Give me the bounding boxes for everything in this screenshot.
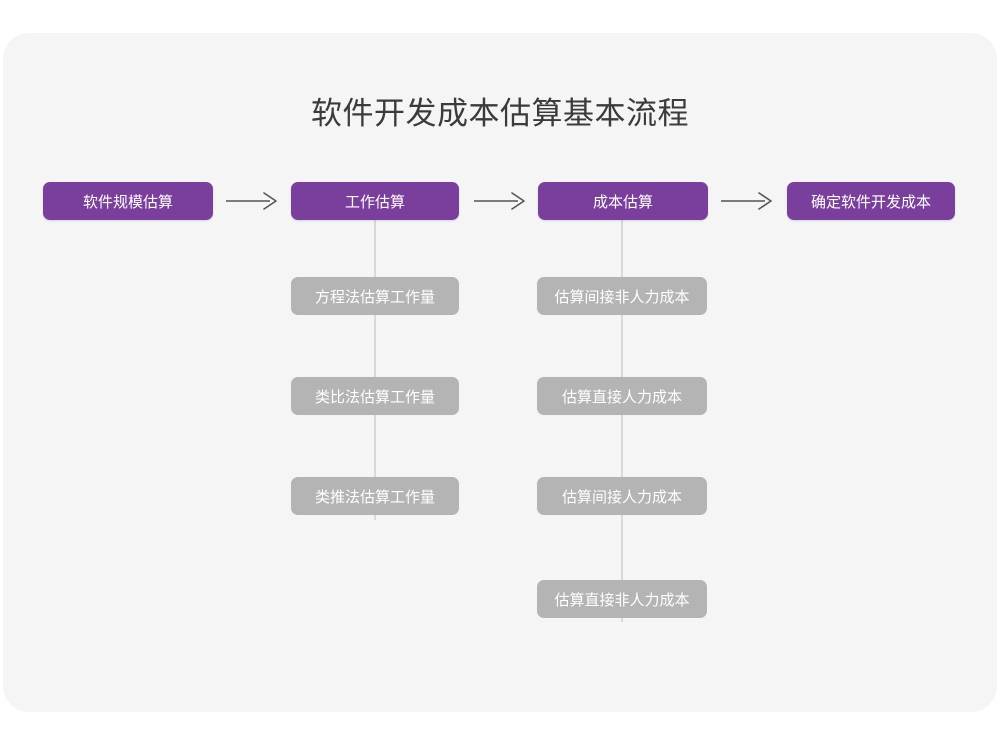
connector-line-stage-3 [621, 220, 623, 622]
page-title: 软件开发成本估算基本流程 [311, 96, 689, 131]
diagram-card [3, 33, 997, 712]
stage-label: 工作估算 [344, 193, 405, 211]
substep-label: 估算直接非人力成本 [554, 591, 690, 609]
substep-box-indirect-labor-cost[interactable]: 估算间接人力成本 [537, 477, 707, 515]
substep-label: 估算间接人力成本 [561, 488, 682, 506]
arrow-stage-1-to-stage-2 [226, 190, 278, 212]
substep-label: 估算间接非人力成本 [554, 288, 690, 306]
stage-box-work-estimation[interactable]: 工作估算 [291, 182, 459, 220]
connector-line-stage-2 [374, 220, 376, 520]
substep-box-direct-labor-cost[interactable]: 估算直接人力成本 [537, 377, 707, 415]
substep-label: 类比法估算工作量 [314, 388, 435, 406]
stage-label: 成本估算 [592, 193, 653, 211]
stage-label: 软件规模估算 [82, 193, 173, 211]
substep-box-direct-nonlabor-cost[interactable]: 估算直接非人力成本 [537, 580, 707, 618]
arrow-stage-2-to-stage-3 [474, 190, 526, 212]
substep-box-equation-method[interactable]: 方程法估算工作量 [291, 277, 459, 315]
substep-label: 估算直接人力成本 [561, 388, 682, 406]
stage-box-software-scale-estimation[interactable]: 软件规模估算 [43, 182, 213, 220]
stage-label: 确定软件开发成本 [810, 193, 931, 211]
stage-box-determine-development-cost[interactable]: 确定软件开发成本 [787, 182, 955, 220]
substep-label: 类推法估算工作量 [314, 488, 435, 506]
substep-box-indirect-nonlabor-cost[interactable]: 估算间接非人力成本 [537, 277, 707, 315]
stage-box-cost-estimation[interactable]: 成本估算 [538, 182, 708, 220]
arrow-stage-3-to-stage-4 [721, 190, 773, 212]
substep-box-inference-method[interactable]: 类推法估算工作量 [291, 477, 459, 515]
substep-box-analogy-method[interactable]: 类比法估算工作量 [291, 377, 459, 415]
substep-label: 方程法估算工作量 [314, 288, 435, 306]
